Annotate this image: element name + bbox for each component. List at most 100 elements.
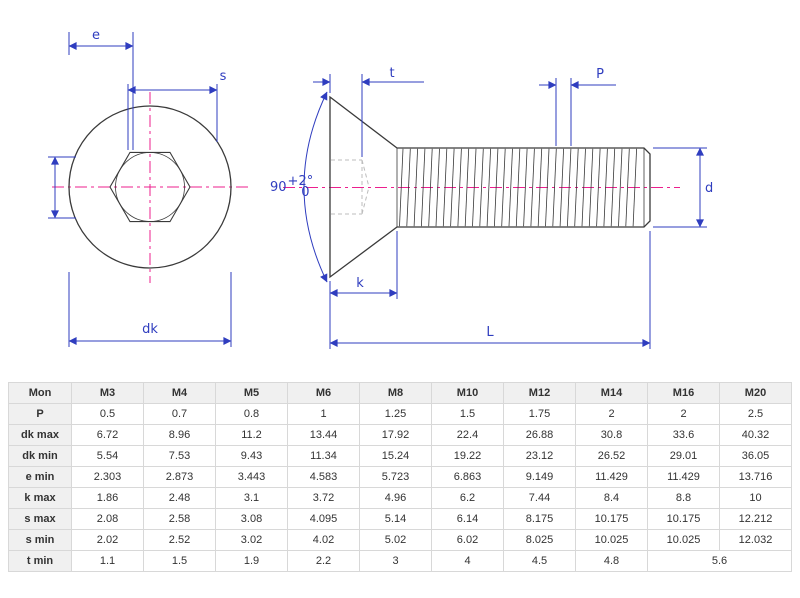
spec-cell: 9.149 xyxy=(503,466,576,488)
spec-cell: 0.8 xyxy=(215,403,288,425)
dim-label-t: t xyxy=(389,66,394,81)
spec-cell: 1.9 xyxy=(215,550,288,572)
spec-cell: 12.212 xyxy=(719,508,792,530)
thread-line xyxy=(464,148,470,227)
spec-cell: 1 xyxy=(287,403,360,425)
dim-left-vertical xyxy=(48,156,76,219)
spec-cell: 1.86 xyxy=(71,487,144,509)
row-header: dk max xyxy=(8,424,72,446)
spec-cell: 8.96 xyxy=(143,424,216,446)
spec-cell: 22.4 xyxy=(431,424,504,446)
spec-cell: 29.01 xyxy=(647,445,720,467)
spec-cell: 10.025 xyxy=(575,529,648,551)
spec-cell: 6.863 xyxy=(431,466,504,488)
row-header: P xyxy=(8,403,72,425)
spec-cell: 11.429 xyxy=(575,466,648,488)
spec-cell: 2.02 xyxy=(71,529,144,551)
spec-cell: 2.873 xyxy=(143,466,216,488)
col-header: M3 xyxy=(71,382,144,404)
spec-cell: 5.54 xyxy=(71,445,144,467)
spec-cell: 11.429 xyxy=(647,466,720,488)
spec-cell: 9.43 xyxy=(215,445,288,467)
spec-cell: 5.723 xyxy=(359,466,432,488)
spec-cell: 2.58 xyxy=(143,508,216,530)
spec-cell: 15.24 xyxy=(359,445,432,467)
dim-angle: 90+2°0 xyxy=(270,91,328,283)
col-header: M12 xyxy=(503,382,576,404)
spec-cell: 33.6 xyxy=(647,424,720,446)
spec-cell: 1.1 xyxy=(71,550,144,572)
row-header: dk min xyxy=(8,445,72,467)
spec-cell: 2.5 xyxy=(719,403,792,425)
front-view: e s xyxy=(48,28,248,347)
col-header: M4 xyxy=(143,382,216,404)
dim-label-k: k xyxy=(356,276,364,291)
row-header: e min xyxy=(8,466,72,488)
thread-line xyxy=(515,148,521,227)
spec-cell: 2 xyxy=(575,403,648,425)
spec-cell: 5.14 xyxy=(359,508,432,530)
spec-cell: 1.75 xyxy=(503,403,576,425)
spec-cell: 2.303 xyxy=(71,466,144,488)
spec-cell: 2.52 xyxy=(143,529,216,551)
spec-cell: 10.025 xyxy=(647,529,720,551)
spec-cell: 10.175 xyxy=(647,508,720,530)
spec-cell: 10.175 xyxy=(575,508,648,530)
thread-line xyxy=(603,148,608,227)
thread-line xyxy=(574,148,579,227)
thread-line xyxy=(508,148,513,227)
thread-line xyxy=(618,148,623,227)
spec-cell: 2 xyxy=(647,403,720,425)
thread-lines xyxy=(399,148,637,227)
dim-dk: dk xyxy=(68,272,232,347)
thread-line xyxy=(479,148,484,227)
col-header: M16 xyxy=(647,382,720,404)
spec-cell: 4.5 xyxy=(503,550,576,572)
technical-drawing: e s xyxy=(48,28,713,349)
spec-cell: 13.44 xyxy=(287,424,360,446)
thread-line xyxy=(523,148,528,227)
dim-e: e xyxy=(68,28,134,150)
spec-cell: 8.025 xyxy=(503,529,576,551)
spec-cell: 13.716 xyxy=(719,466,792,488)
spec-cell: 3.02 xyxy=(215,529,288,551)
screw-outline xyxy=(329,95,651,279)
spec-cell: 6.2 xyxy=(431,487,504,509)
spec-cell: 11.34 xyxy=(287,445,360,467)
hidden-socket xyxy=(331,159,370,215)
thread-line xyxy=(581,148,586,227)
thread-line xyxy=(530,148,535,227)
drawing-panel: e s xyxy=(48,28,714,349)
col-header: M14 xyxy=(575,382,648,404)
thread-line xyxy=(486,148,491,227)
dim-label-angle: 90+2°0 xyxy=(270,174,313,200)
thread-line xyxy=(625,148,630,227)
row-header: k max xyxy=(8,487,72,509)
hex-socket xyxy=(109,151,191,223)
spec-cell: 4.583 xyxy=(287,466,360,488)
col-header: M20 xyxy=(719,382,792,404)
dim-label-dk: dk xyxy=(142,322,158,337)
spec-cell: 5.6 xyxy=(647,550,792,572)
dim-l: L xyxy=(329,231,651,349)
thread-line xyxy=(450,148,455,227)
thread-line xyxy=(501,148,506,227)
dim-label-p: P xyxy=(596,67,604,82)
spec-cell: 19.22 xyxy=(431,445,504,467)
row-header: s min xyxy=(8,529,72,551)
spec-cell: 3.1 xyxy=(215,487,288,509)
col-header: M10 xyxy=(431,382,504,404)
spec-cell: 1.5 xyxy=(431,403,504,425)
spec-cell: 0.5 xyxy=(71,403,144,425)
spec-cell: 40.32 xyxy=(719,424,792,446)
thread-line xyxy=(567,148,572,227)
